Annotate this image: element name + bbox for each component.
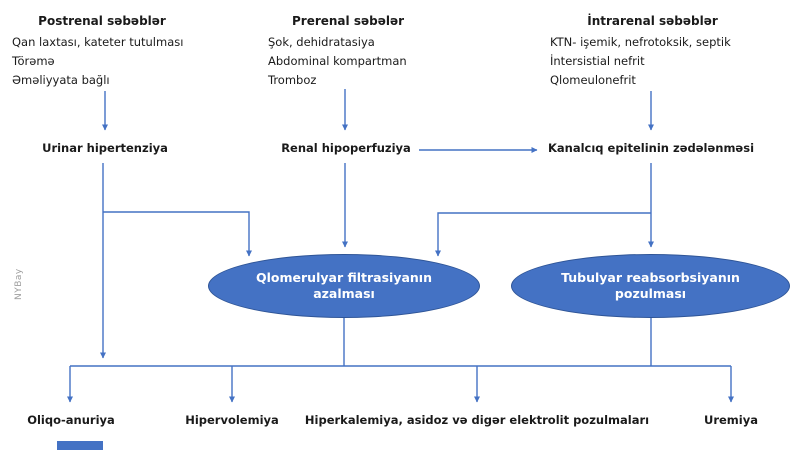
cause-title-prerenal: Prerenal səbələr bbox=[291, 14, 405, 28]
ellipse-text-line: azalması bbox=[313, 286, 375, 301]
ellipse-glomerular-filtration: Qlomerulyar filtrasiyanın azalması bbox=[208, 254, 480, 318]
cause-item: Şok, dehidratasiya bbox=[268, 35, 375, 49]
cause-item: Əməliyyata bağlı bbox=[12, 73, 110, 87]
cause-title-postrenal: Postrenal səbəblər bbox=[38, 14, 166, 28]
cause-item: İntersistial nefrit bbox=[550, 54, 645, 68]
ellipse-text-line: Qlomerulyar filtrasiyanın bbox=[256, 269, 432, 285]
ellipse-text-line: Tubulyar reabsorbsiyanın bbox=[561, 269, 740, 285]
node-kanalciq-epitelinin: Kanalcıq epitelinin zədələnməsi bbox=[547, 141, 755, 155]
watermark: NYBay bbox=[14, 268, 24, 300]
outcome-hiperkalemiya: Hiperkalemiya, asidoz və digər elektroli… bbox=[304, 413, 650, 427]
cause-item: Qan laxtası, kateter tutulması bbox=[12, 35, 184, 49]
node-urinar-hipertenziya: Urinar hipertenziya bbox=[42, 141, 168, 155]
footer-accent-bar bbox=[57, 441, 103, 450]
cause-title-intrarenal: İntrarenal səbəblər bbox=[587, 14, 718, 28]
cause-block-intrarenal: İntrarenal səbəblər KTN- işemik, nefroto… bbox=[550, 12, 755, 90]
cause-item: Tromboz bbox=[268, 73, 317, 87]
outcome-uremiya: Uremiya bbox=[704, 413, 758, 427]
outcome-oligo-anuriya: Oliqo-anuriya bbox=[27, 413, 115, 427]
arrow-urinar-to-glomerular bbox=[103, 211, 252, 257]
cause-item: Abdominal kompartman bbox=[268, 54, 407, 68]
cause-block-prerenal: Prerenal səbələr Şok, dehidratasiya Abdo… bbox=[268, 12, 428, 90]
cause-block-postrenal: Postrenal səbəblər Qan laxtası, kateter … bbox=[12, 12, 192, 90]
outcome-hipervolemiya: Hipervolemiya bbox=[185, 413, 279, 427]
cause-item: Törəmə bbox=[12, 54, 55, 68]
cause-item: Qlomeulonefrit bbox=[550, 73, 636, 87]
ellipse-text-line: pozulması bbox=[614, 286, 687, 301]
arrow-kanalciq-to-glomerular bbox=[435, 212, 651, 257]
ellipse-tubular-reabsorption: Tubulyar reabsorbsiyanın pozulması bbox=[511, 254, 790, 318]
cause-item: KTN- işemik, nefrotoksik, septik bbox=[550, 35, 731, 49]
node-renal-hipoperfuziya: Renal hipoperfuziya bbox=[281, 141, 411, 155]
